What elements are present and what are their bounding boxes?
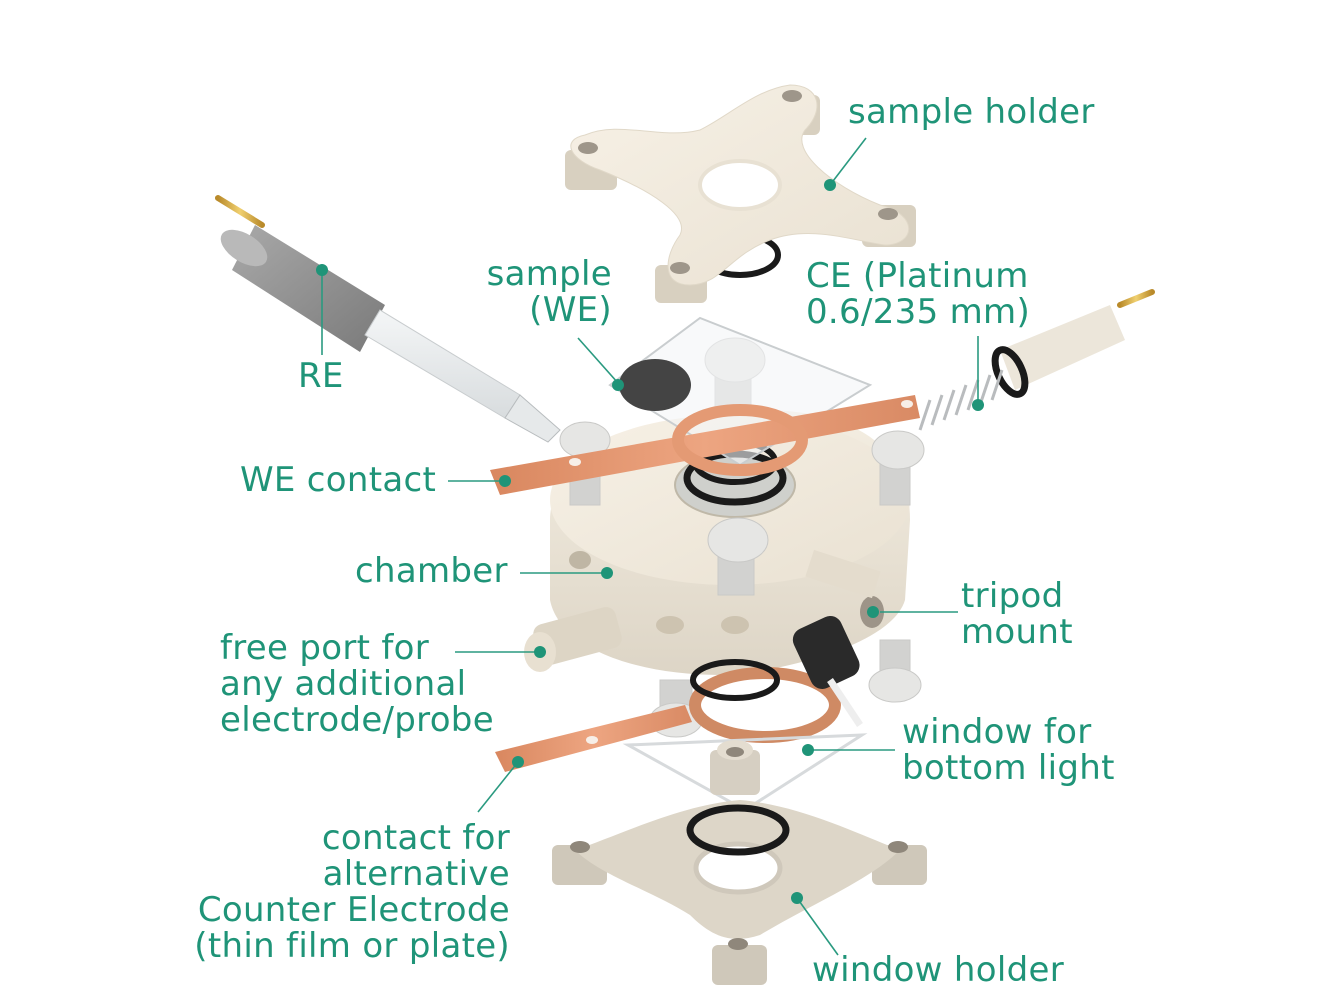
- dot-chamber: [601, 567, 613, 579]
- dot-sample-holder: [824, 179, 836, 191]
- dot-sample-we: [612, 379, 624, 391]
- we-contact-part: [490, 395, 920, 495]
- label-reference-electrode: RE: [298, 356, 344, 396]
- window-holder-part: [552, 740, 927, 985]
- reference-electrode-part: [215, 195, 561, 443]
- alt-ce-contact-part: [495, 659, 841, 772]
- window-part: [622, 615, 868, 812]
- dot-re: [316, 264, 328, 276]
- label-window: window for bottom light: [902, 712, 1115, 788]
- label-tripod-mount: tripod mount: [961, 576, 1073, 652]
- label-chamber: chamber: [355, 551, 508, 591]
- leader-lines: [316, 137, 984, 956]
- dot-alt-ce: [512, 756, 524, 768]
- dot-tripod: [867, 606, 879, 618]
- label-we-contact: WE contact: [240, 460, 437, 500]
- label-sample-holder: sample holder: [848, 92, 1095, 132]
- dot-we-contact: [499, 475, 511, 487]
- label-free-port: free port for any additional electrode/p…: [220, 628, 494, 740]
- label-sample-we: sample (WE): [486, 254, 612, 330]
- dot-ce: [972, 399, 984, 411]
- label-counter-electrode: CE (Platinum 0.6/235 mm): [806, 256, 1031, 332]
- dot-free-port: [534, 646, 546, 658]
- sample-holder-part: [565, 84, 916, 303]
- label-alt-ce-contact: contact for alternative Counter Electrod…: [194, 818, 510, 966]
- dot-window: [802, 744, 814, 756]
- dot-window-holder: [791, 892, 803, 904]
- counter-electrode-part: [918, 289, 1155, 431]
- label-window-holder: window holder: [812, 950, 1064, 990]
